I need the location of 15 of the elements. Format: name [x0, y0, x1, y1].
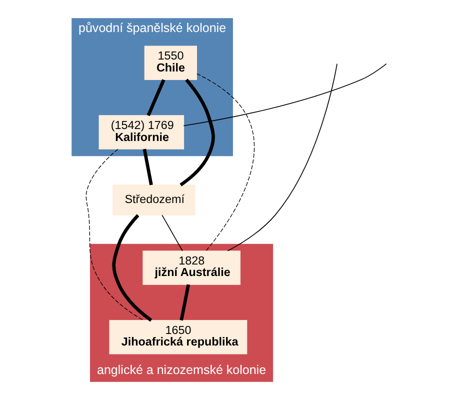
node-box: 1550 Chile [144, 46, 197, 80]
node-box: 1828 jižní Austrálie [142, 250, 240, 285]
connector [142, 148, 153, 186]
node-box: (1542) 1769 Kalifornie [98, 115, 184, 150]
connector [146, 79, 166, 116]
connector [86, 148, 144, 320]
connector [227, 63, 338, 252]
connector [180, 78, 215, 186]
connector [183, 63, 387, 126]
connector [162, 214, 183, 252]
connector [180, 284, 190, 321]
node-box: 1650 Jihoafrická republika [109, 320, 248, 354]
connector [112, 214, 152, 322]
node-box: Středozemí [112, 184, 196, 216]
connector [196, 74, 254, 252]
